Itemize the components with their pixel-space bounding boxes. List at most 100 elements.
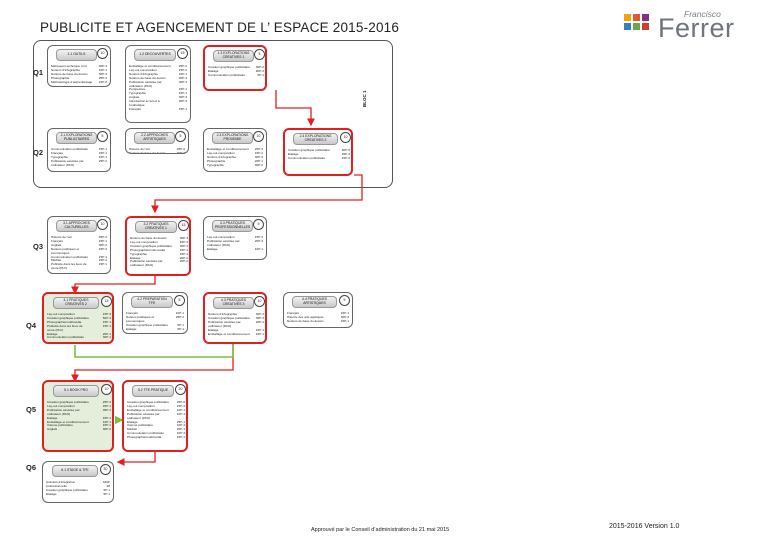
course-name: Notions d’infographie [51, 68, 81, 72]
module-title: 3.3 PRATIQUES PROFESSIONNELLES [212, 220, 253, 232]
course-name: Histoire de l’art [51, 236, 72, 239]
course-name: Notions d’infographie [207, 155, 237, 159]
credits-badge: 5 [254, 49, 265, 60]
course-name: économiques [51, 251, 70, 255]
connector-5-2-to-6-1 [116, 452, 156, 466]
bloc-1-frame [33, 40, 393, 188]
course-row: ordinateur (PAO) [207, 244, 263, 248]
quarter-label: Q5 [26, 405, 37, 414]
course-row: économiques [51, 252, 107, 256]
course-name: Communication publicitaire [288, 156, 326, 160]
course-name: l’esthétique [129, 104, 145, 108]
course-name: Etalage [288, 152, 299, 156]
course-name: Anglais [47, 428, 58, 432]
course-hours: 45H 1 [102, 403, 111, 408]
course-row: ordinateur (PAO) [129, 85, 187, 89]
course-hours: 25H 2 [178, 64, 187, 68]
logo-big-text: Ferrer [658, 13, 735, 43]
course-name: Notions juridiques et [51, 247, 80, 251]
course-name: Emballage et conditionnement [207, 148, 249, 151]
credits-badge: 15 [177, 48, 188, 59]
quarter-label: Q6 [26, 463, 37, 472]
course-hours: 35H 3 [255, 315, 264, 320]
course-hours: 20H 2 [255, 68, 264, 73]
course-name: Etalage [208, 328, 219, 332]
course-hours: 10H 4 [176, 411, 185, 416]
course-name: Notions de base du dessin [51, 72, 88, 76]
course-hours: 20H 2 [179, 255, 188, 260]
course-hours: 50H 4 [102, 315, 111, 320]
course-hours: 20H 2 [255, 319, 264, 324]
course-name: Etalage [207, 247, 218, 251]
credits-badge: 5 [97, 131, 108, 142]
course-name: Médias [51, 259, 61, 263]
course-hours: 5H 1 [103, 491, 110, 496]
course-name: Notions de base du dessin [129, 151, 166, 154]
course-row: économiques [126, 320, 184, 324]
course-name: Anglais [129, 96, 140, 100]
course-name: Création graphique publicitaire [46, 488, 88, 492]
course-hours: 30H 2 [254, 162, 263, 167]
course-name: Publication assistée par [208, 320, 241, 324]
course-name: Photographie [51, 76, 70, 80]
course-name: Communication publicitaire [127, 432, 165, 436]
course-hours: 30H 4 [98, 64, 107, 68]
course-hours: 20H 2 [179, 259, 188, 264]
logo-square [642, 23, 649, 30]
course-hours: 5H 1 [177, 322, 184, 327]
credits-badge: 10 [253, 131, 264, 142]
course-row: vente (PLV) [51, 267, 107, 271]
credits-badge: 15 [178, 220, 189, 231]
course-hours: 30H 1 [102, 335, 111, 340]
course-name: Typographie [129, 92, 147, 96]
course-hours: 15H 1 [178, 87, 187, 92]
course-name: Communication publicitaire [47, 336, 85, 340]
course-name: Publication assistée par [51, 159, 84, 163]
course-name: ordinateur (PAO) [129, 84, 153, 88]
course-hours: 15H 3 [102, 312, 111, 316]
course-hours: 15H 1 [98, 147, 107, 151]
course-hours: 30H 3 [178, 75, 187, 80]
